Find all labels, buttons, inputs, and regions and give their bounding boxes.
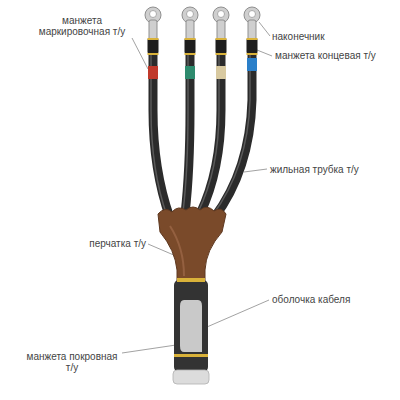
part-label: жильная трубка т/у [270, 164, 395, 175]
part-label: оболочка кабеля [272, 294, 392, 305]
marker-cuffs [148, 58, 257, 79]
part-label: наконечник [272, 31, 392, 42]
cable-end [173, 370, 209, 384]
end-cuffs [148, 38, 258, 55]
cable-body [174, 280, 208, 372]
glove-highlight [170, 226, 184, 276]
part-label: манжета маркировочная т/у [30, 15, 134, 37]
part-label: манжета покровная т/у [22, 351, 122, 373]
part-label: манжета концевая т/у [275, 50, 395, 61]
tube-highlights [151, 44, 250, 216]
cable-sheath [180, 300, 202, 352]
cable-lugs [145, 7, 260, 42]
glove-band [177, 278, 205, 282]
core-tubes [153, 42, 252, 218]
leader-lines [122, 22, 272, 353]
glove [158, 207, 226, 282]
cover-band [174, 354, 208, 357]
part-label: перчатка т/у [70, 238, 146, 249]
